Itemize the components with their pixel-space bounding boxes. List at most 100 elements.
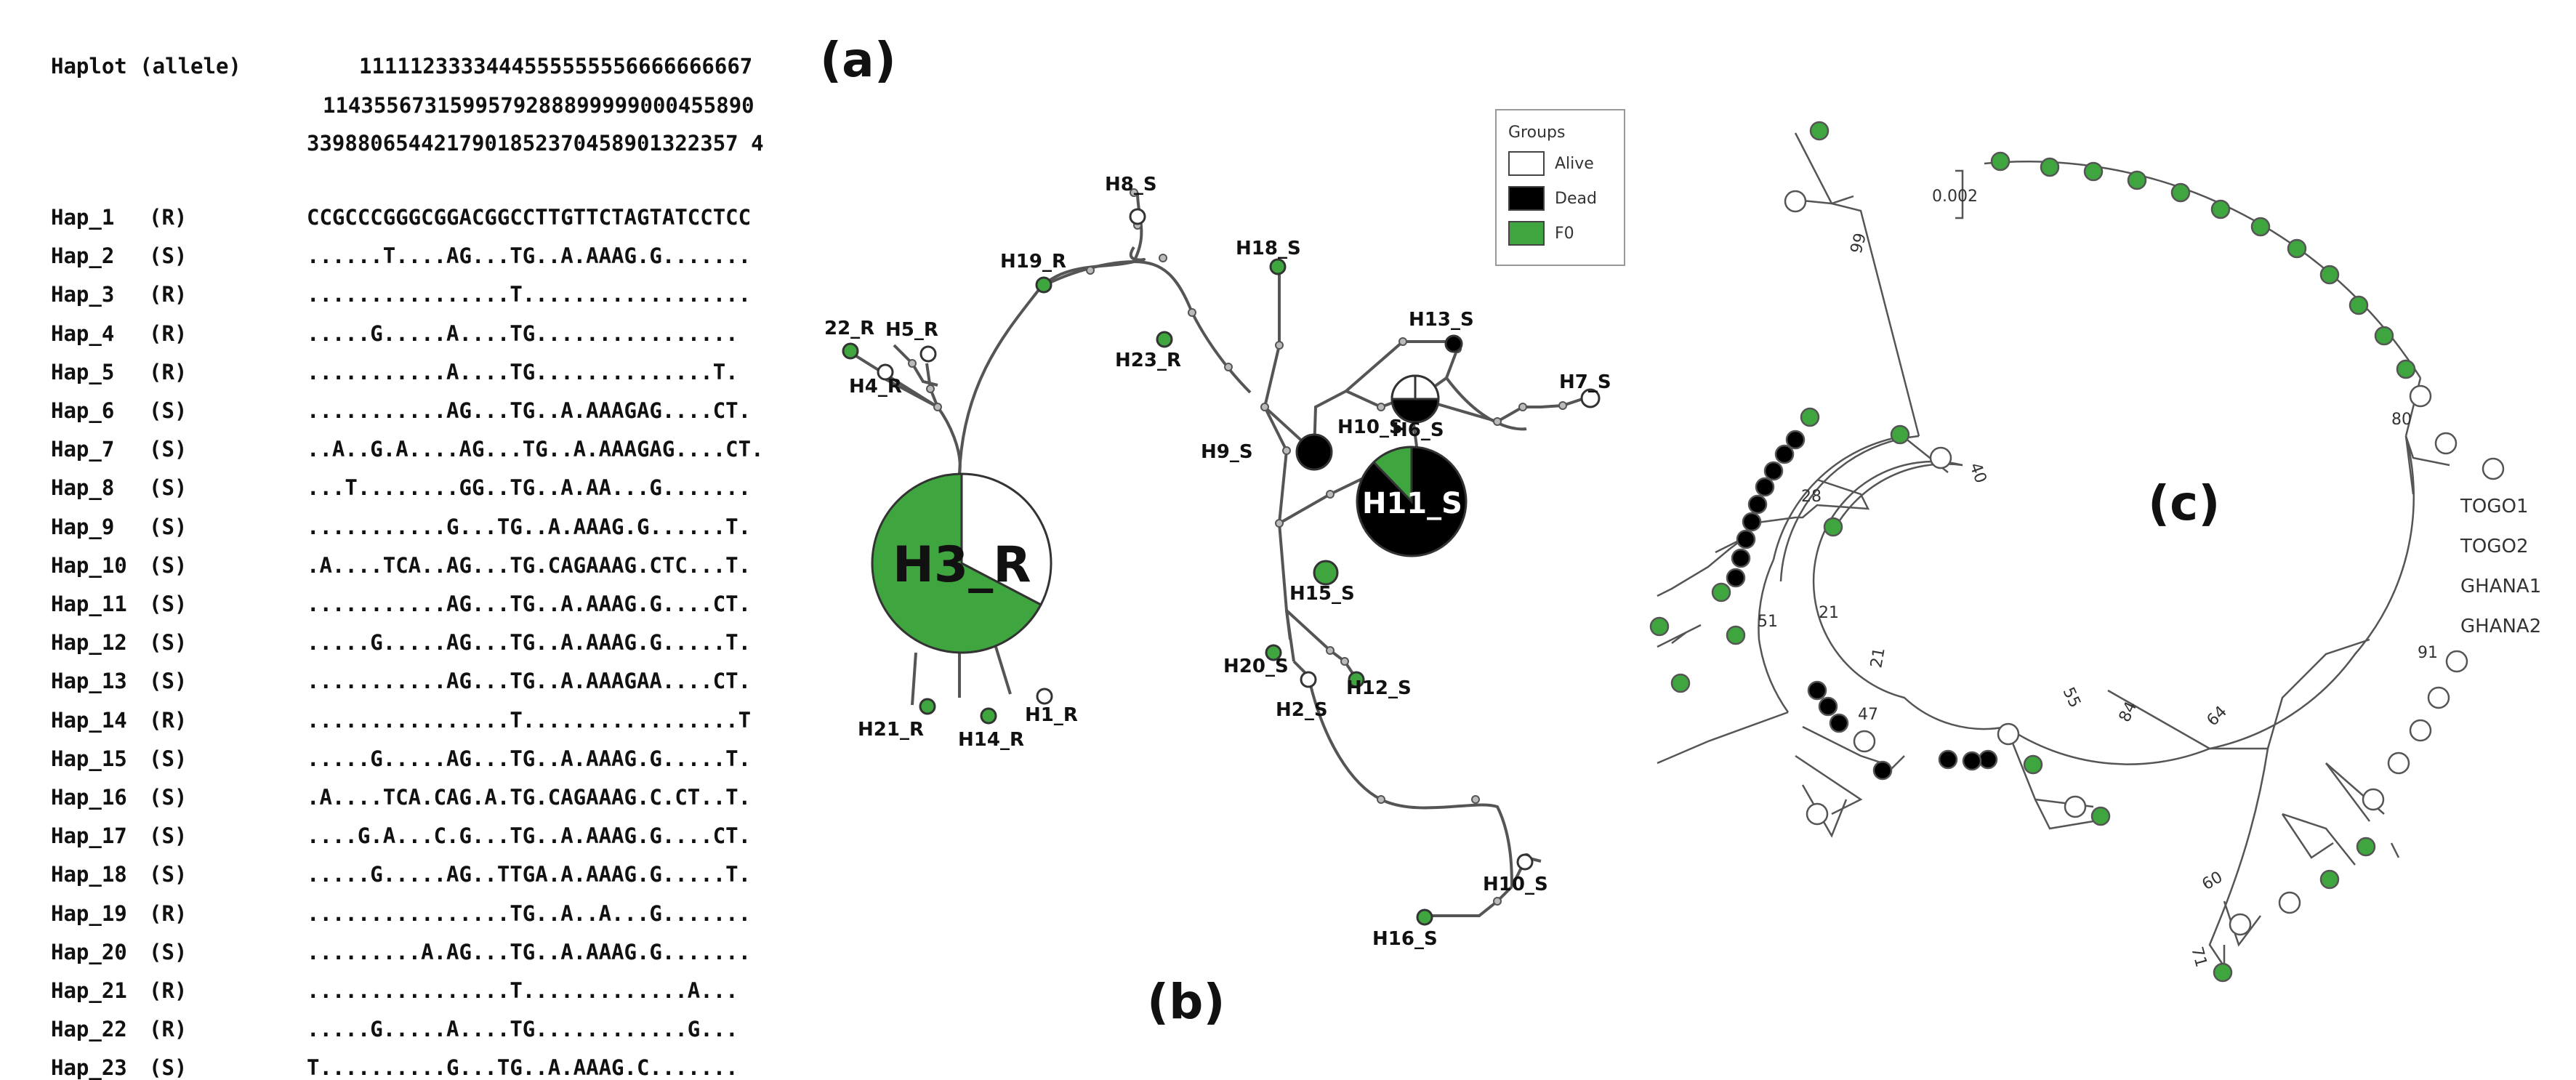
bootstrap-80: 80: [2391, 411, 2412, 429]
legend-swatch-alive: [1508, 151, 1545, 176]
hap-id: Hap_23: [51, 1055, 127, 1080]
node-h11: [1356, 446, 1468, 557]
hap-type: (S): [149, 398, 188, 423]
label-h22: 22_R: [824, 318, 874, 339]
node-h18: [1269, 258, 1287, 275]
hap-sequence: ...........G...TG..A.AAAG.G......T.: [307, 515, 752, 539]
hap-id: Hap_11: [51, 592, 127, 616]
hap-type: (S): [149, 785, 188, 810]
bootstrap-64: 64: [2204, 703, 2231, 730]
hap-type: (R): [149, 321, 188, 346]
hap-type: (R): [149, 978, 188, 1003]
label-h18: H18_S: [1236, 238, 1301, 259]
position-row-1: 1111123333444555555556666666667: [359, 54, 753, 78]
hap-sequence: .....G.....A....TG............G...: [307, 1017, 738, 1041]
hap-id: Hap_22: [51, 1017, 127, 1041]
label-h20: H20_S: [1223, 656, 1289, 677]
bootstrap-51: 51: [1758, 613, 1778, 631]
hap-id: Hap_16: [51, 785, 127, 810]
node-h10: [1295, 433, 1333, 471]
legend-label-alive: Alive: [1555, 155, 1594, 173]
network-edges: [849, 192, 1585, 917]
leaf-label-ghana2: GHANA2: [2460, 616, 2541, 637]
hap-id: Hap_15: [51, 746, 127, 771]
leaf-label-togo1: TOGO1: [2460, 496, 2529, 517]
label-h6: H6_S: [1392, 419, 1444, 441]
hap-sequence: ................T..................: [307, 282, 752, 307]
hap-sequence: ....G.A...C.G...TG..A.AAAG.G....CT.: [307, 823, 752, 848]
hap-type: (R): [149, 282, 188, 307]
legend-swatch-f0: [1508, 221, 1545, 246]
hap-id: Hap_20: [51, 940, 127, 964]
node-h8: [1129, 208, 1146, 225]
hap-type: (S): [149, 475, 188, 500]
label-h13: H13_S: [1409, 309, 1474, 331]
phylo-labels: 0.002 99 40 28 51 21 21 47 55 84 64 80 9…: [1758, 188, 2541, 970]
hap-id: Hap_12: [51, 630, 127, 655]
hap-id: Hap_21: [51, 978, 127, 1003]
node-h2: [1300, 671, 1317, 688]
node-h4: [877, 363, 894, 381]
node-h20: [1265, 644, 1282, 661]
hap-id: Hap_14: [51, 708, 127, 733]
hap-type: (S): [149, 437, 188, 462]
node-h1: [1036, 688, 1053, 705]
bootstrap-60: 60: [2199, 869, 2226, 895]
label-h16: H16_S: [1372, 928, 1438, 950]
hap-type: (S): [149, 515, 188, 539]
panel-a-label: (a): [820, 32, 896, 88]
haplotype-table: Haplot (allele) 111112333344455555555666…: [0, 0, 814, 1079]
leaf-label-ghana1: GHANA1: [2460, 576, 2541, 597]
small-nodes: [842, 208, 1601, 926]
node-h5: [919, 345, 937, 363]
label-h14: H14_R: [958, 729, 1024, 751]
label-h8: H8_S: [1105, 174, 1157, 196]
label-h12: H12_S: [1346, 677, 1412, 699]
leaf-label-togo2: TOGO2: [2460, 536, 2529, 557]
node-h23: [1156, 331, 1173, 348]
hap-type: (S): [149, 669, 188, 693]
hap-sequence: .........A.AG...TG..A.AAAG.G.......: [307, 940, 752, 964]
hap-id: Hap_19: [51, 901, 127, 926]
label-h10: H10_S: [1337, 416, 1403, 438]
hap-type: (R): [149, 708, 188, 733]
label-h2: H2_S: [1276, 699, 1328, 721]
hap-id: Hap_7: [51, 437, 115, 462]
bootstrap-71: 71: [2187, 945, 2210, 970]
groups-legend: Groups Alive Dead F0: [1495, 109, 1625, 266]
node-h22: [842, 342, 859, 360]
hap-sequence: ......T....AG...TG..A.AAAG.G.......: [307, 243, 752, 268]
hap-type: (R): [149, 205, 188, 230]
bootstrap-21b: 21: [1867, 646, 1888, 669]
node-h17: [1516, 853, 1534, 871]
bootstrap-91: 91: [2418, 644, 2438, 662]
node-h21: [919, 698, 936, 715]
bootstrap-55: 55: [2059, 685, 2084, 711]
node-h16: [1416, 908, 1433, 926]
hap-sequence: .....G.....AG..TTGA.A.AAAG.G.....T.: [307, 862, 752, 887]
hap-sequence: ...........AG...TG..A.AAAG.G....CT.: [307, 592, 752, 616]
bootstrap-40: 40: [1965, 461, 1989, 486]
hap-id: Hap_10: [51, 553, 127, 578]
hap-sequence: .....G.....AG...TG..A.AAAG.G.....T.: [307, 630, 752, 655]
node-h12: [1348, 671, 1365, 688]
hap-sequence: T..........G...TG..A.AAAG.C.......: [307, 1055, 738, 1080]
hap-type: (S): [149, 746, 188, 771]
hap-sequence: .....G.....A....TG................: [307, 321, 738, 346]
label-h23: H23_R: [1115, 350, 1181, 371]
hap-sequence: ................TG..A..A...G.......: [307, 901, 752, 926]
legend-label-dead: Dead: [1555, 190, 1597, 208]
hap-type: (S): [149, 862, 188, 887]
label-h21: H21_R: [858, 719, 924, 741]
network-labels: H3_R H11_S H6_S H8_S H19_R H18_S H13_S H…: [824, 174, 1611, 950]
phylo-leaves: [1649, 121, 2505, 983]
label-h3: H3_R: [893, 536, 1031, 594]
label-h7: H7_S: [1559, 371, 1611, 393]
bootstrap-21a: 21: [1819, 604, 1839, 622]
legend-swatch-dead: [1508, 186, 1545, 211]
bootstrap-47: 47: [1858, 706, 1878, 724]
panel-c-label: (c): [2148, 475, 2221, 531]
position-row-2: 1143556731599579288899999000455890: [323, 93, 754, 118]
panel-b-label: (b): [1147, 974, 1225, 1030]
